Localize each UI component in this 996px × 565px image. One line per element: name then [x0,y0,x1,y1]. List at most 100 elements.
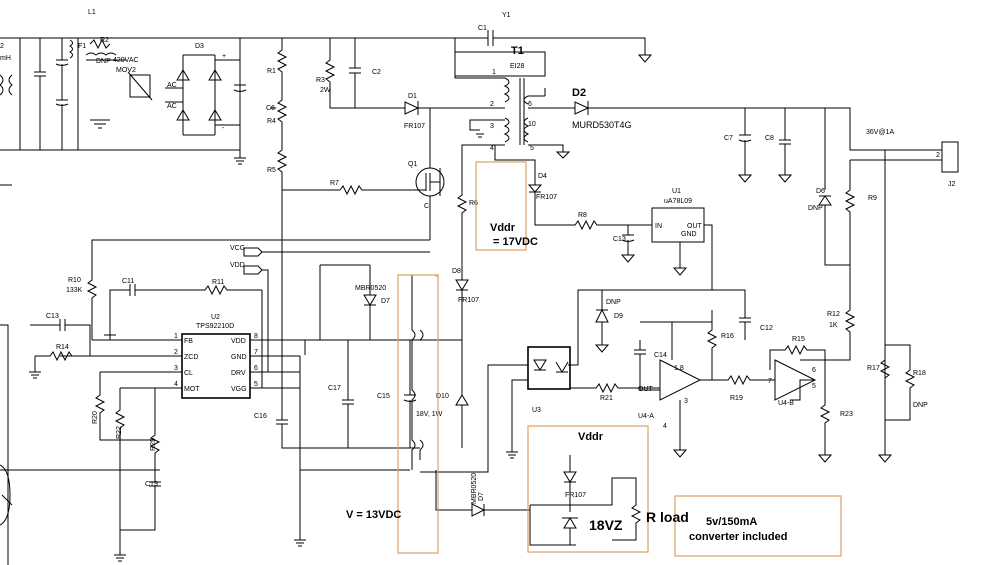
label-mov2: MOV2 [116,67,136,74]
label-u4b-pin6: 6 [812,367,816,374]
hv-bus [240,37,505,449]
label-l-mh: mH [0,55,11,62]
label-c1: C1 [478,25,487,32]
label-c19: C19 [145,481,158,488]
label-u2-zcd: ZCD [184,354,198,361]
label-q1: Q1 [408,161,417,168]
label-r3: R3 [316,77,325,84]
label-r2: R2 [100,37,109,44]
label-u2-cl: CL [184,370,193,377]
pin-u2-6: 6 [254,365,258,372]
label-u1-gnd: GND [681,231,697,238]
label-r1: R1 [267,68,276,75]
input-filter-section [0,37,153,565]
label-fr107-d4: FR107 [536,194,557,201]
label-dnp-r18: DNP [913,402,928,409]
label-d10: D10 [436,393,449,400]
label-q1-c: C [424,203,429,210]
r-load-label: R load [646,509,689,525]
label-c7: C7 [724,135,733,142]
label-ua78l09: uA78L09 [664,198,692,205]
label-r6: R6 [469,200,478,207]
converter-line2: converter included [689,531,787,543]
label-c12: C12 [760,325,773,332]
label-c16: C16 [254,413,267,420]
label-r5: R5 [267,167,276,174]
label-u2-vdd: VDD [231,338,246,345]
label-murd: MURD530T4G [572,120,632,130]
pin-u2-5: 5 [254,381,258,388]
label-r23: R23 [840,411,853,418]
label-tps92210d: TPS92210D [196,323,234,330]
label-u2: U2 [211,314,220,321]
label-u2-gnd: GND [231,354,247,361]
v-13v-highlight-notch [435,274,439,277]
v-13v-highlight [397,274,439,554]
label-u4a-pin4: 4 [663,423,667,430]
label-u4a-pin3: 3 [684,398,688,405]
converter-note-box [674,495,842,557]
label-l2: L1 [88,9,96,16]
label-mbr0520-bottom: MBR0520 [471,473,478,504]
label-r15: R15 [792,336,805,343]
pin-u2-7: 7 [254,349,258,356]
label-r22: R22 [116,426,123,439]
label-fr107-load: FR107 [565,492,586,499]
label-fr107-d8: FR107 [458,297,479,304]
label-dnp-d9: DNP [606,299,621,306]
zener-18vz-label: 18VZ [589,517,623,533]
transformer-t1 [454,30,786,185]
label-r7: R7 [330,180,339,187]
pin-1: 1 [492,69,496,76]
left-transistor-fragment [0,464,13,526]
label-r20: R20 [92,411,99,424]
label-d7-bottom: D7 [478,492,485,501]
label-r25: R25 [150,438,157,451]
label-u2-drv: DRV [231,370,246,377]
vddr-top-label: Vddr [490,222,516,234]
label-c13: C13 [613,236,626,243]
r17-r18-section [879,344,916,421]
label-r12: R12 [827,311,840,318]
label-1k: 1K [829,322,838,329]
label-36v: 36V@1A [866,129,894,136]
label-l-top: 2 [0,43,4,50]
pin-u2-4: 4 [174,381,178,388]
label-c11: C11 [122,278,134,285]
label-y1: Y1 [502,12,511,19]
label-r10: R10 [68,277,81,284]
label-plus: + [222,53,226,60]
label-dnp-d6: DNP [808,205,823,212]
label-u2-vgg: VGG [231,386,247,393]
label-d9: D9 [614,313,623,320]
label-d3: D3 [195,43,204,50]
vddr-17v-highlight [475,161,527,251]
pin-u2-8: 8 [254,333,258,340]
label-u4b: U4-B [778,400,794,407]
label-j2: J2 [948,181,956,188]
vddr-bottom-label: Vddr [578,431,604,443]
label-d8: D8 [452,268,461,275]
converter-line1: 5v/150mA [706,516,757,528]
label-u3: U3 [532,407,541,414]
pin-u2-1: 1 [174,333,178,340]
mosfet-q1 [86,108,468,340]
label-minus: - [222,125,225,132]
v-13v-label: V = 13VDC [346,509,401,521]
label-c8: C8 [765,135,774,142]
label-c6: C6 [266,105,275,112]
label-mbr0520-top: MBR0520 [355,285,386,292]
label-u4a-out: OUT [638,386,654,393]
label-r4: R4 [267,118,276,125]
label-u4b-pin7: 7 [768,378,772,385]
label-ac1: AC [167,82,177,89]
label-c13-left: C13 [46,313,59,320]
bridge-rectifier-d3 [140,37,247,165]
label-d1: D1 [408,93,417,100]
label-t1: T1 [511,45,524,57]
label-d4: D4 [538,173,547,180]
label-d6: D6 [816,188,825,195]
label-r9: R9 [868,195,877,202]
pin-3: 3 [490,123,494,130]
